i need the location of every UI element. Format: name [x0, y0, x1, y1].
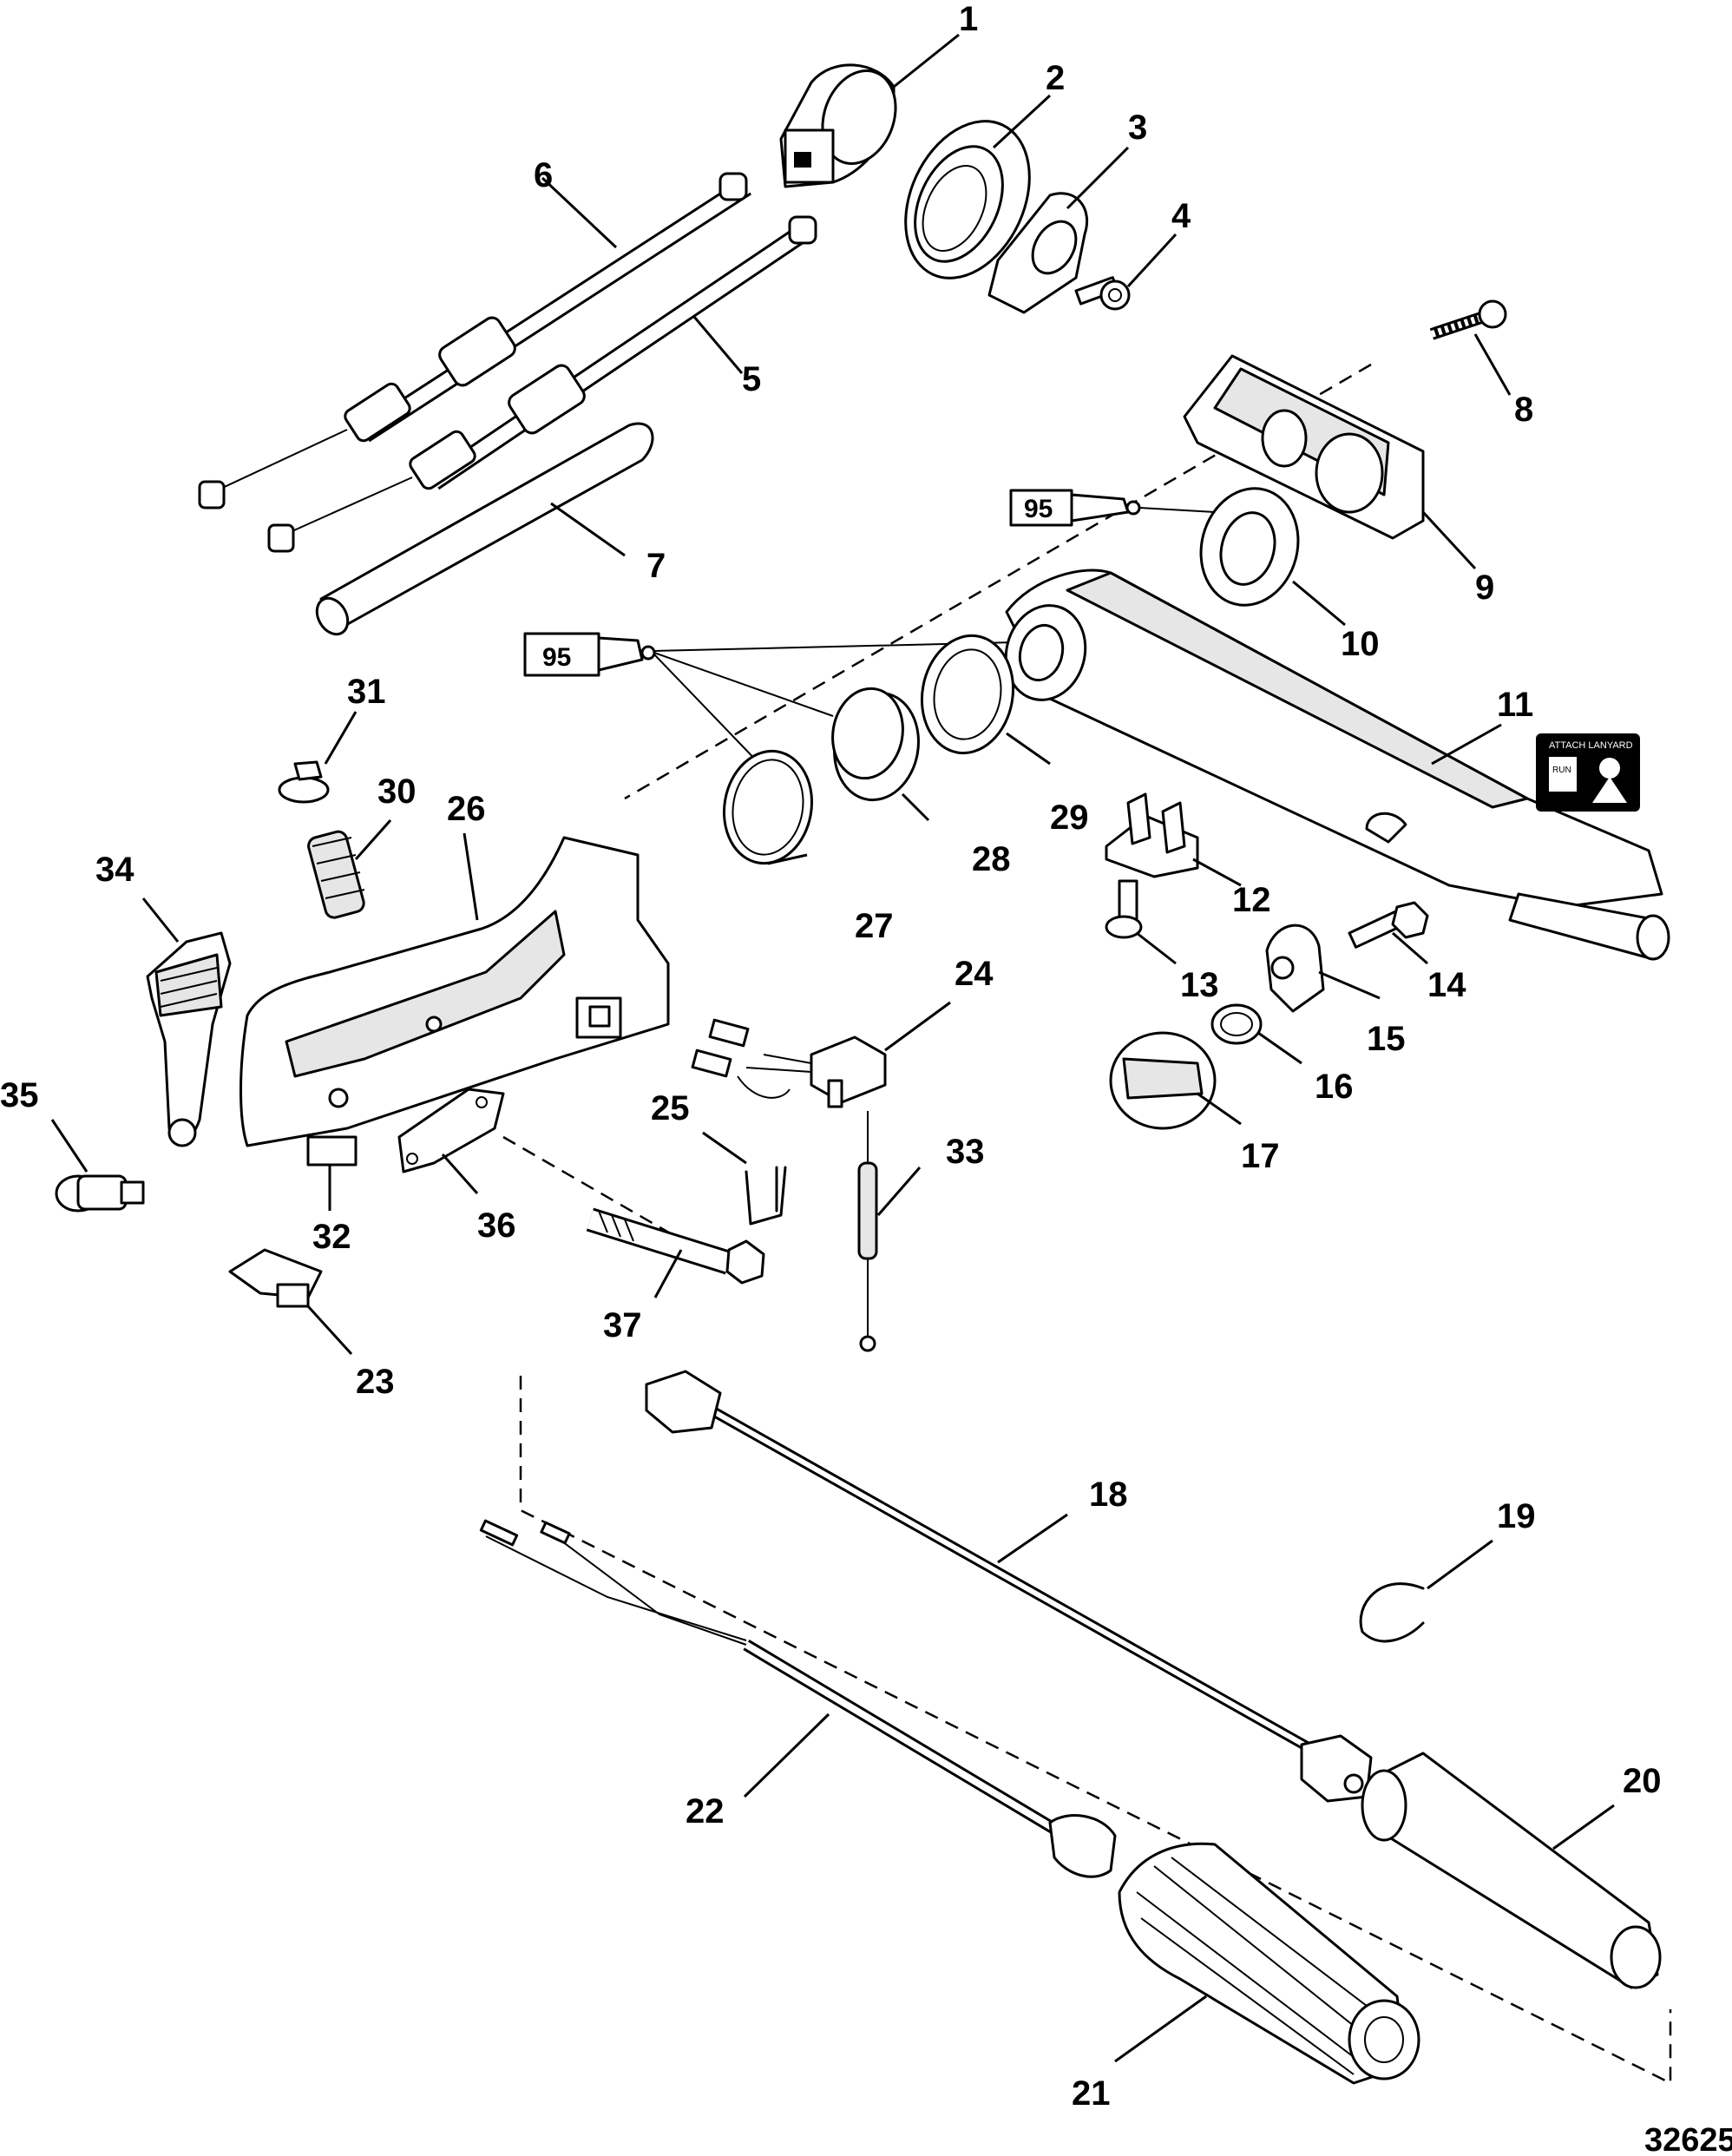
callout-19: 19 — [1497, 1497, 1536, 1535]
decal-text: ATTACH LANYARD — [1549, 740, 1633, 751]
part-34-lever — [146, 931, 232, 1147]
callout-29: 29 — [1050, 799, 1089, 837]
callout-6: 6 — [534, 156, 553, 194]
part-26-bracket — [239, 836, 670, 1147]
callout-10: 10 — [1341, 625, 1380, 663]
part-14-bolt — [1348, 901, 1429, 949]
callout-5: 5 — [742, 360, 761, 398]
part-19-c-ring — [1359, 1582, 1425, 1643]
callout-28: 28 — [972, 840, 1011, 878]
part-10-bushing — [1199, 487, 1300, 607]
part-3-plate — [987, 192, 1089, 314]
lube-code-lower: 95 — [542, 643, 571, 672]
part-12-retainer — [1105, 792, 1199, 878]
callout-36: 36 — [477, 1206, 516, 1245]
callout-16: 16 — [1315, 1068, 1354, 1106]
part-16-ring — [1210, 1003, 1263, 1045]
part-2-friction-ring — [904, 120, 1031, 279]
part-11-tiller-arm — [1004, 569, 1670, 961]
callout-24: 24 — [955, 955, 994, 993]
callout-8: 8 — [1514, 391, 1533, 429]
lubricant-tube-upper: 95 — [1009, 489, 1216, 527]
part-35-shoulder-bolt — [55, 1174, 145, 1213]
callout-3: 3 — [1128, 108, 1147, 147]
part-31-hose-clamp — [278, 760, 330, 804]
part-32-label — [306, 1135, 358, 1167]
callout-22: 22 — [686, 1792, 725, 1831]
part-7-hose — [315, 422, 654, 636]
decal-run-text: RUN — [1552, 766, 1571, 775]
part-20-grip-sleeve — [1361, 1752, 1662, 1989]
part-33-lanyard — [857, 1111, 878, 1352]
callout-17: 17 — [1241, 1137, 1280, 1175]
callout-31: 31 — [347, 673, 386, 711]
lube-code-upper: 95 — [1024, 495, 1053, 523]
callout-26: 26 — [447, 790, 486, 828]
callout-32: 32 — [312, 1218, 351, 1256]
callout-37: 37 — [603, 1306, 642, 1344]
part-5-cable — [267, 215, 817, 553]
callout-23: 23 — [356, 1363, 395, 1401]
part-18-shaft — [645, 1370, 1373, 1803]
part-36-plate — [397, 1088, 505, 1173]
callout-20: 20 — [1623, 1762, 1662, 1800]
figure-number: 32625 — [1644, 2122, 1732, 2156]
callout-1: 1 — [959, 0, 978, 38]
part-24-switch — [691, 1018, 887, 1108]
part-21-grip — [1118, 1842, 1420, 2085]
callout-15: 15 — [1367, 1020, 1406, 1058]
callout-27: 27 — [855, 907, 894, 945]
part-28-bushing — [831, 687, 920, 802]
part-22-cable — [479, 1519, 1117, 1878]
part-25-clip — [745, 1166, 787, 1226]
callout-25: 25 — [651, 1089, 690, 1127]
part-13-screw — [1105, 879, 1143, 939]
part-15-clip — [1265, 924, 1325, 1013]
callout-14: 14 — [1427, 966, 1466, 1004]
part-6-cable — [198, 172, 751, 509]
part-17-knob — [1109, 1031, 1217, 1130]
callout-labels: 1 2 3 4 5 6 7 8 9 10 11 12 13 14 15 16 1… — [0, 0, 1662, 2113]
part-9-cover — [1183, 354, 1425, 540]
callout-2: 2 — [1046, 59, 1065, 97]
callout-18: 18 — [1089, 1476, 1128, 1514]
callout-34: 34 — [95, 851, 134, 889]
part-29-washer — [920, 634, 1015, 755]
callout-30: 30 — [377, 772, 417, 811]
callout-21: 21 — [1072, 2074, 1111, 2113]
attach-lanyard-decal: ATTACH LANYARD RUN — [1536, 733, 1640, 812]
part-4-screw — [1074, 276, 1131, 311]
callout-35: 35 — [0, 1076, 39, 1114]
part-1-clamp — [779, 63, 897, 188]
part-30-spring — [307, 830, 365, 919]
callout-11: 11 — [1497, 686, 1533, 724]
part-23-clip — [228, 1248, 323, 1308]
leader-lines — [50, 33, 1615, 2063]
part-8-screw — [1429, 299, 1507, 340]
lubricant-tube-lower: 95 — [523, 632, 1016, 769]
part-37-long-bolt — [586, 1207, 765, 1285]
callout-33: 33 — [946, 1133, 985, 1171]
callout-12: 12 — [1232, 881, 1271, 919]
callout-7: 7 — [646, 547, 666, 585]
callout-9: 9 — [1475, 569, 1494, 607]
part-27-wave-ring — [722, 749, 814, 865]
callout-4: 4 — [1171, 197, 1191, 235]
callout-13: 13 — [1180, 966, 1219, 1004]
